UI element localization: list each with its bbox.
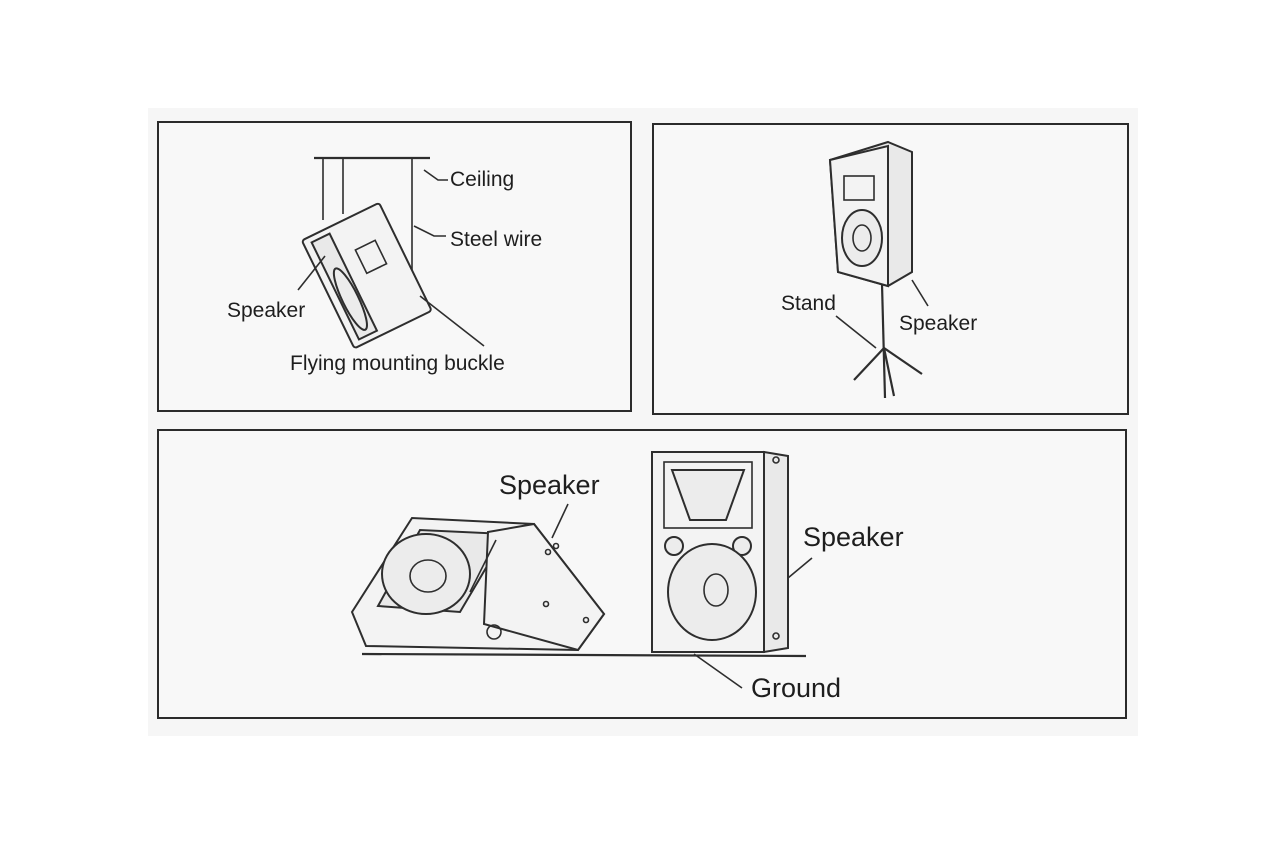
monitor-screw-2 <box>552 542 560 550</box>
monitor-screw-1 <box>544 548 552 556</box>
hanging-speaker-woofer <box>332 267 368 331</box>
speaker-leader-monitor <box>551 503 569 539</box>
upright-port-right <box>732 536 752 556</box>
upright-port-left <box>664 536 684 556</box>
upright-speaker-horn <box>670 469 746 521</box>
stand-speaker-dust-cap <box>852 224 872 252</box>
buckle-leader <box>419 295 485 347</box>
ceiling-leader <box>423 169 448 181</box>
stand-leg-front <box>882 347 896 397</box>
flying-buckle-label: Flying mounting buckle <box>290 352 505 375</box>
monitor-screw-4 <box>582 616 590 624</box>
upright-speaker-horn-frame <box>663 461 753 529</box>
speaker-label-ceiling: Speaker <box>227 299 305 322</box>
ground-label: Ground <box>751 673 841 703</box>
upright-screw-2 <box>772 632 780 640</box>
ground-placement-panel <box>157 429 1127 719</box>
monitor-speaker-horn <box>469 539 497 593</box>
monitor-speaker-side <box>482 522 606 652</box>
ground-placement-illustration: Speaker Speaker Ground <box>350 450 904 703</box>
ground-line <box>361 652 807 658</box>
speaker-label-upright: Speaker <box>803 522 904 552</box>
stand-leader <box>835 315 877 349</box>
monitor-screw-3 <box>542 600 550 608</box>
stand-leg-right <box>883 347 923 375</box>
monitor-connector <box>486 624 502 640</box>
upright-speaker-side <box>763 450 789 654</box>
stand-mount-illustration: Stand Speaker <box>781 140 977 399</box>
speaker-leader-upright <box>787 557 813 579</box>
upright-speaker-woofer <box>667 543 757 641</box>
stand-label: Stand <box>781 292 836 315</box>
hanging-speaker-panel <box>354 239 388 275</box>
steel-wire-leader <box>413 225 446 237</box>
stand-speaker-woofer <box>841 209 883 267</box>
monitor-speaker-dust-cap <box>409 559 447 593</box>
steel-wire-label: Steel wire <box>450 228 542 251</box>
speaker-label-monitor: Speaker <box>499 470 600 500</box>
upright-screw-1 <box>772 456 780 464</box>
stand-pole <box>880 283 887 399</box>
speaker-leader-2 <box>911 279 929 307</box>
upright-speaker-dust-cap <box>703 573 729 607</box>
ceiling-mount-illustration: Ceiling Steel wire Speaker Flying mounti… <box>227 156 542 375</box>
hanging-speaker-body <box>301 202 432 349</box>
speaker-leader-1 <box>297 255 326 291</box>
speaker-label-stand: Speaker <box>899 312 977 335</box>
ground-leader <box>693 653 743 689</box>
stand-leg-left <box>853 347 885 381</box>
hanging-speaker <box>301 202 432 349</box>
monitor-speaker-woofer <box>381 533 471 615</box>
ceiling-label: Ceiling <box>450 168 514 191</box>
stand-speaker-horn <box>843 175 875 201</box>
